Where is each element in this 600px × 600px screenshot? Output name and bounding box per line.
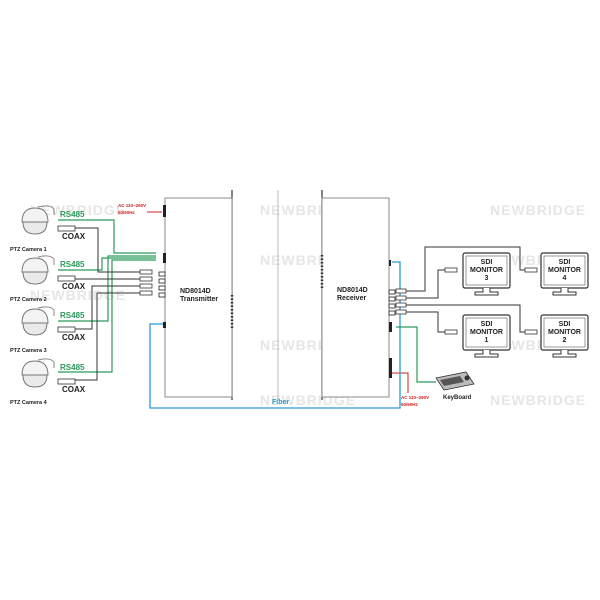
coax-label: COAX [62, 282, 86, 291]
watermark: NEWBRIDGE [490, 392, 586, 408]
coax-label: COAX [62, 333, 86, 342]
bnc-connectors [139, 267, 538, 335]
keyboard: KeyBoard [435, 371, 475, 401]
coax-cables [75, 227, 535, 381]
transmitter-label: Transmitter [180, 296, 218, 303]
monitor-label: 2 [563, 337, 567, 344]
monitor-label: MONITOR [548, 329, 581, 336]
rs485-label: RS485 [60, 363, 85, 372]
receiver-label: Receiver [337, 295, 366, 302]
transmitter-freq: 50/60Hz [118, 210, 136, 215]
fiber-label: Fiber [272, 399, 289, 406]
coax-label: COAX [62, 385, 86, 394]
transmitter-model: ND8014D [180, 288, 211, 295]
camera-label: PTZ Camera 2 [10, 297, 47, 303]
receiver-freq: 50/60Hz [401, 402, 419, 407]
receiver-model: ND8014D [337, 287, 368, 294]
monitor-label: SDI [559, 321, 571, 328]
monitor-label: 1 [485, 337, 489, 344]
monitor-label: MONITOR [470, 329, 503, 336]
monitor-label: SDI [559, 259, 571, 266]
receiver-unit: ND8014D Receiver AC 110~260V 50/60Hz [320, 197, 429, 407]
rs485-label: RS485 [60, 311, 85, 320]
camera-label: PTZ Camera 4 [10, 400, 48, 406]
coax-label: COAX [62, 232, 86, 241]
fiber-cable [149, 261, 401, 409]
monitor-label: MONITOR [548, 267, 581, 274]
transmitter-power: AC 110~260V [118, 203, 146, 208]
watermark: NEWBRIDGE [30, 287, 126, 303]
camera-label: PTZ Camera 1 [10, 247, 47, 253]
watermark: NEWBRIDGE [490, 202, 586, 218]
transmitter-unit: ND8014D Transmitter AC 110~260V 50/60Hz [118, 197, 234, 398]
receiver-power: AC 110~260V [401, 395, 429, 400]
keyboard-label: KeyBoard [443, 395, 472, 401]
camera-label: PTZ Camera 3 [10, 348, 47, 354]
monitor-label: 3 [485, 275, 489, 282]
monitor-label: 4 [563, 275, 567, 282]
rs485-cables [58, 219, 436, 383]
monitor-label: SDI [481, 321, 493, 328]
rs485-label: RS485 [60, 260, 85, 269]
monitor-label: MONITOR [470, 267, 503, 274]
monitor-label: SDI [481, 259, 493, 266]
rs485-label: RS485 [60, 210, 85, 219]
